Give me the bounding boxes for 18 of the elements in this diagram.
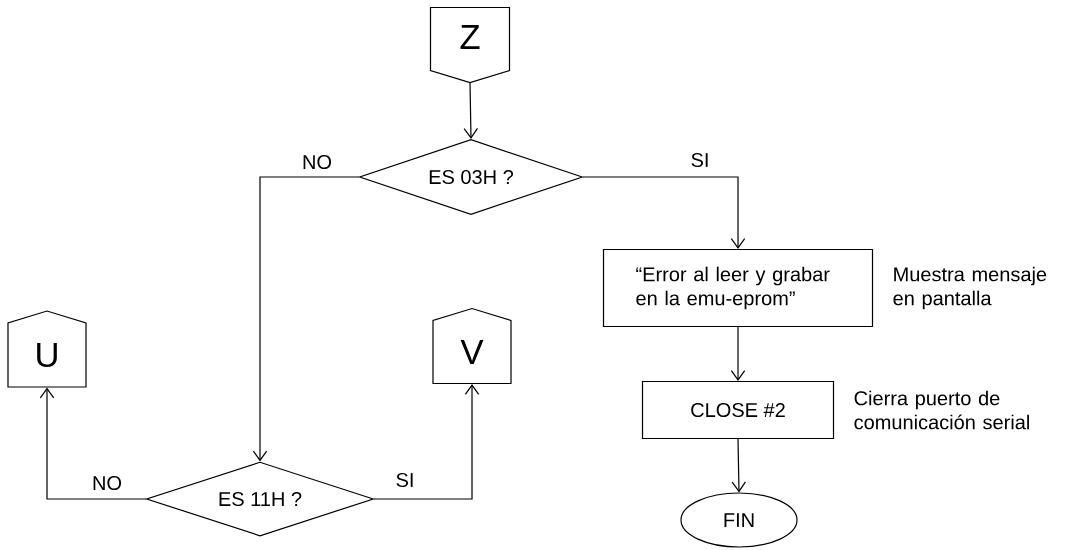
arrow bbox=[252, 176, 360, 462]
arrow bbox=[373, 384, 480, 500]
process-box: “Error al leer y grabar en la emu-eprom” bbox=[602, 248, 874, 328]
offpage-connector: U bbox=[7, 310, 87, 388]
edge-label: NO bbox=[90, 474, 124, 492]
arrow bbox=[730, 326, 746, 381]
arrow bbox=[463, 82, 479, 139]
arrow bbox=[582, 176, 746, 249]
offpage-connector: Z bbox=[429, 6, 511, 84]
arrow bbox=[731, 438, 747, 493]
side-note: Cierra puerto de comunicación serial bbox=[854, 390, 1029, 430]
offpage-connector: V bbox=[432, 307, 512, 385]
process-box: CLOSE #2 bbox=[641, 380, 835, 440]
edge-label: SI bbox=[394, 471, 416, 489]
edge-label: SI bbox=[689, 151, 711, 169]
arrow bbox=[39, 387, 147, 500]
side-note: Muestra mensaje en pantalla bbox=[893, 266, 1047, 310]
edge-label: NO bbox=[300, 153, 334, 171]
